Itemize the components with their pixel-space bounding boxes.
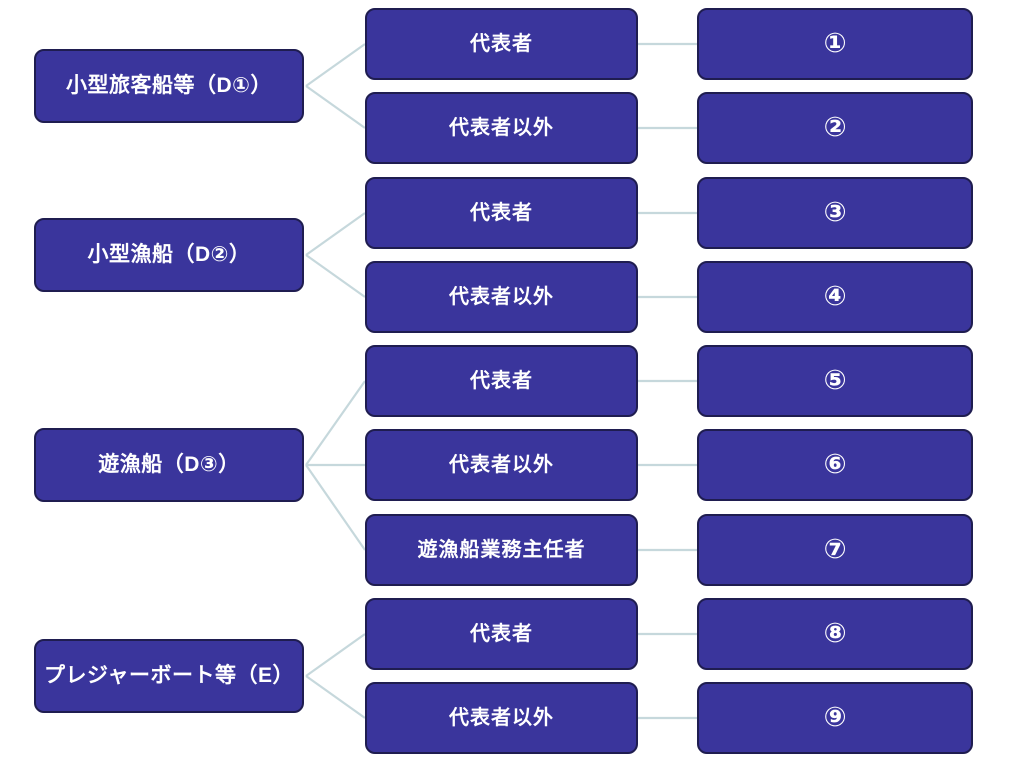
number-box: ④ [697,261,973,333]
number-label: ⑨ [823,702,847,733]
role-label: 代表者以外 [449,116,554,139]
role-box: 代表者 [365,177,638,249]
role-label: 代表者以外 [449,453,554,476]
role-label: 代表者 [470,369,533,392]
number-label: ③ [823,197,847,228]
category-box-small-passenger-ships: 小型旅客船等（D①） [34,49,304,123]
number-box: ⑥ [697,429,973,501]
number-label: ⑥ [823,449,847,480]
number-box: ① [697,8,973,80]
role-label: 代表者以外 [449,706,554,729]
number-label: ⑧ [823,618,847,649]
role-box: 遊漁船業務主任者 [365,514,638,586]
category-box-recreational-fishing: 遊漁船（D③） [34,428,304,502]
role-label: 代表者 [470,32,533,55]
number-box: ⑦ [697,514,973,586]
category-box-pleasure-boats: プレジャーボート等（E） [34,639,304,713]
role-label: 代表者 [470,201,533,224]
category-label: プレジャーボート等（E） [44,663,294,687]
number-label: ② [823,112,847,143]
role-box: 代表者以外 [365,429,638,501]
number-label: ⑤ [823,365,847,396]
number-box: ⑤ [697,345,973,417]
number-label: ⑦ [823,534,847,565]
role-box: 代表者 [365,345,638,417]
role-box: 代表者 [365,598,638,670]
number-box: ② [697,92,973,164]
role-label: 代表者 [470,622,533,645]
role-box: 代表者以外 [365,261,638,333]
number-box: ③ [697,177,973,249]
category-label: 遊漁船（D③） [98,452,240,476]
category-label: 小型旅客船等（D①） [66,73,272,97]
number-label: ④ [823,281,847,312]
number-box: ⑨ [697,682,973,754]
role-box: 代表者以外 [365,92,638,164]
role-box: 代表者 [365,8,638,80]
role-label: 遊漁船業務主任者 [417,538,586,561]
category-label: 小型漁船（D②） [87,242,251,266]
role-box: 代表者以外 [365,682,638,754]
role-label: 代表者以外 [449,285,554,308]
number-box: ⑧ [697,598,973,670]
number-label: ① [823,28,847,59]
category-box-small-fishing-boats: 小型漁船（D②） [34,218,304,292]
